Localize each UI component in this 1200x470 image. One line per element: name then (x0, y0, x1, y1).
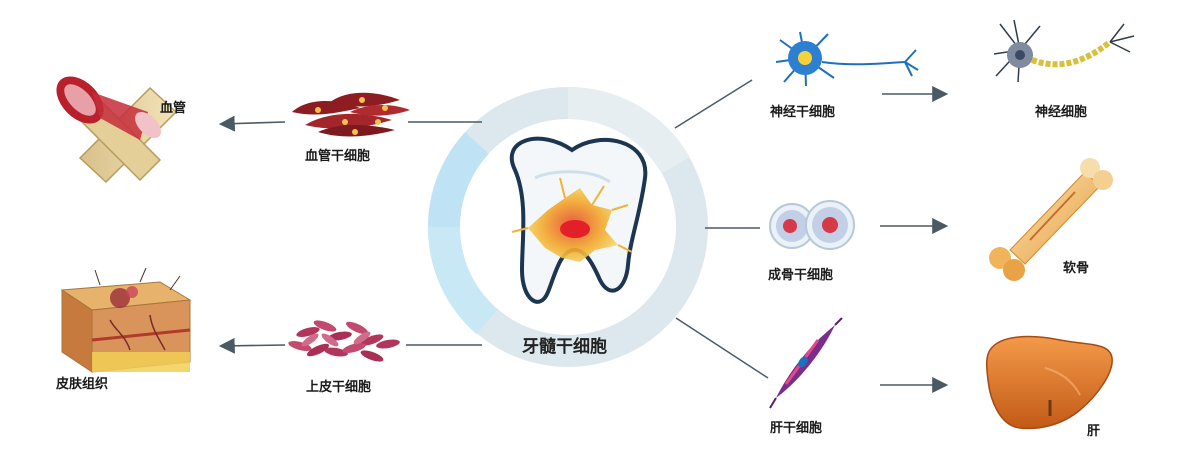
liver-icon (985, 335, 1113, 430)
neural-stem-cell-icon (775, 31, 919, 87)
result-label-neuron: 神经细胞 (1035, 105, 1088, 120)
connectors (406, 79, 769, 379)
vascular-stem-cells-icon (292, 92, 410, 137)
bone-icon (989, 158, 1113, 281)
tooth-icon (509, 136, 648, 304)
result-label-blood-vessel: 血管 (160, 101, 187, 116)
cell-label-osteogenic-stem-cell: 成骨干细胞 (768, 268, 834, 283)
center-label-dental-pulp-stem-cell: 牙髓干细胞 (522, 337, 607, 357)
cell-label-hepatic-stem-cell: 肝干细胞 (770, 421, 823, 436)
result-label-liver: 肝 (1087, 424, 1101, 439)
arrows (218, 86, 949, 393)
cell-label-neural-stem-cell: 神经干细胞 (770, 105, 836, 120)
blood-vessel-icon (56, 76, 178, 184)
epithelial-stem-cells-icon (288, 320, 400, 362)
result-label-skin-tissue: 皮肤组织 (56, 377, 109, 392)
neuron-icon (993, 19, 1135, 83)
osteogenic-stem-cells-icon (769, 200, 855, 250)
hepatic-stem-cell-icon (769, 317, 843, 409)
cell-label-epithelial-stem-cell: 上皮干细胞 (306, 380, 372, 395)
result-label-cartilage: 软骨 (1063, 261, 1090, 276)
pulp-cell-icon (511, 177, 633, 262)
skin-tissue-icon (60, 267, 192, 373)
cell-label-vascular-stem-cell: 血管干细胞 (305, 149, 371, 164)
